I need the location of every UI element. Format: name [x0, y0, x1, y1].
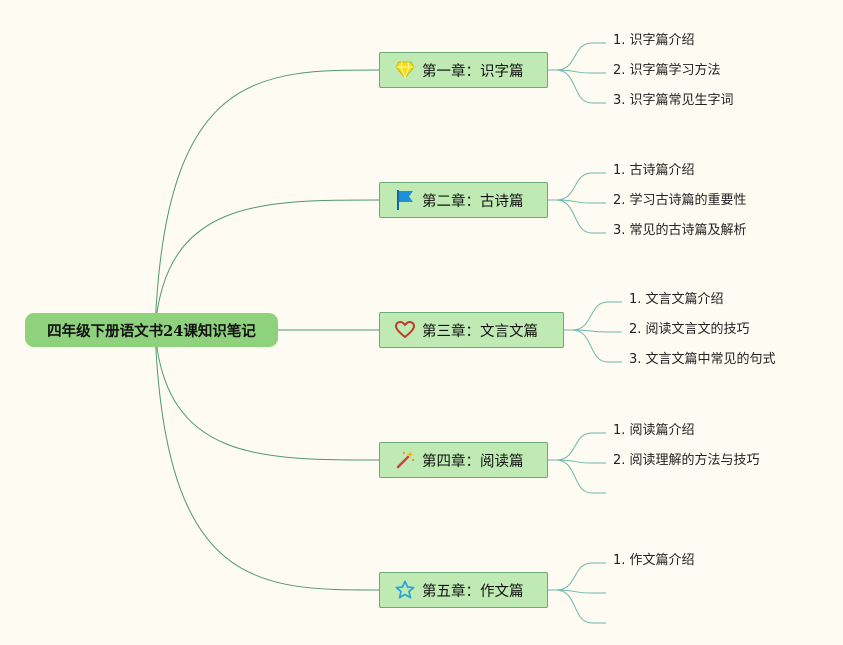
leaf-connector-4-1: [555, 432, 606, 461]
leaf-item[interactable]: 1. 古诗篇介绍: [613, 163, 695, 178]
root-node[interactable]: 四年级下册语文书24课知识笔记: [25, 313, 278, 347]
chapter-node-4[interactable]: 第四章：阅读篇: [379, 442, 548, 478]
leaf-connector-3-2: [571, 329, 622, 333]
leaf-item[interactable]: 1. 文言文篇介绍: [629, 292, 724, 307]
chapter-label: 第一章：识字篇: [422, 63, 524, 80]
chapter-connector-2: [154, 199, 380, 331]
leaf-connector-4-2: [555, 459, 606, 464]
leaf-connector-2-3: [555, 199, 606, 234]
leaf-connector-3-1: [571, 301, 622, 331]
leaf-item[interactable]: 3. 识字篇常见生字词: [613, 93, 734, 108]
leaf-connector-3-3: [571, 329, 622, 363]
leaf-item[interactable]: 2. 阅读理解的方法与技巧: [613, 453, 760, 468]
chapter-label: 第五章：作文篇: [422, 583, 524, 600]
leaf-connector-1-3: [555, 69, 606, 104]
chapter-node-1[interactable]: 第一章：识字篇: [379, 52, 548, 88]
chapter-connector-5: [154, 329, 380, 591]
leaf-item[interactable]: 1. 作文篇介绍: [613, 553, 695, 568]
leaf-item[interactable]: 2. 学习古诗篇的重要性: [613, 193, 747, 208]
leaf-item[interactable]: 2. 阅读文言文的技巧: [629, 322, 750, 337]
chapter-label: 第四章：阅读篇: [422, 453, 524, 470]
chapter-node-5[interactable]: 第五章：作文篇: [379, 572, 548, 608]
root-title: 四年级下册语文书24课知识笔记: [47, 322, 256, 340]
leaf-item[interactable]: 3. 文言文篇中常见的句式: [629, 352, 776, 367]
chapter-node-2[interactable]: 第二章：古诗篇: [379, 182, 548, 218]
chapter-node-3[interactable]: 第三章：文言文篇: [379, 312, 564, 348]
leaf-connector-5-2: [555, 589, 606, 594]
magic-wand-icon: [394, 449, 416, 471]
leaf-connector-5-1: [555, 562, 606, 591]
chapter-connector-4: [154, 329, 380, 461]
leaf-item[interactable]: 3. 常见的古诗篇及解析: [613, 223, 747, 238]
leaf-connector-1-2: [555, 69, 606, 74]
heart-icon: [394, 319, 416, 341]
leaf-connector-4-3: [555, 459, 606, 494]
leaf-item[interactable]: 1. 阅读篇介绍: [613, 423, 695, 438]
leaf-connector-2-1: [555, 172, 606, 201]
leaf-item[interactable]: 2. 识字篇学习方法: [613, 63, 721, 78]
chapter-label: 第二章：古诗篇: [422, 193, 524, 210]
leaf-item[interactable]: 1. 识字篇介绍: [613, 33, 695, 48]
diamond-icon: [394, 59, 416, 81]
leaf-connector-2-2: [555, 199, 606, 204]
leaf-connector-5-3: [555, 589, 606, 624]
chapter-label: 第三章：文言文篇: [422, 323, 538, 340]
leaf-connector-1-1: [555, 42, 606, 71]
flag-icon: [394, 189, 416, 211]
chapter-connector-1: [154, 69, 380, 331]
star-icon: [394, 579, 416, 601]
